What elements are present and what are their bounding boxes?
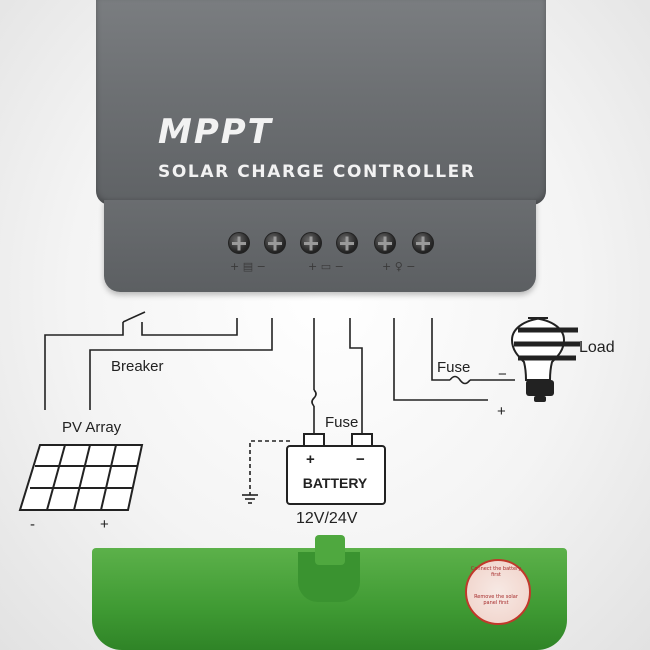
brand-title: MPPT xyxy=(158,112,273,152)
ground-icon xyxy=(242,494,258,504)
load-plus-terminal xyxy=(374,232,396,254)
light-bulb-icon xyxy=(510,317,580,402)
battery-box xyxy=(286,445,386,505)
load-terminal-symbol: + ♀ − xyxy=(382,260,416,273)
cover-tab[interactable] xyxy=(315,535,345,565)
ground-wire xyxy=(249,440,290,495)
battery-plus-sign: + xyxy=(306,451,315,468)
load-minus-sign: − xyxy=(498,366,507,383)
device-subtitle: SOLAR CHARGE CONTROLLER xyxy=(158,162,476,182)
battery-fuse-symbol xyxy=(311,389,317,407)
battery-minus-terminal xyxy=(336,232,358,254)
pv-wire-minus xyxy=(89,318,273,410)
load-label: Load xyxy=(579,339,615,356)
pv-wire-to-breaker xyxy=(141,318,238,336)
load-fuse-symbol xyxy=(449,375,471,385)
pv-minus-label: - xyxy=(30,516,35,533)
battery-minus-sign: − xyxy=(356,451,365,468)
solar-panel-icon xyxy=(18,444,144,511)
sticker-top-text: Connect the battery first xyxy=(470,566,522,578)
battery-minus-wire xyxy=(349,318,363,438)
load-plus-sign: + xyxy=(497,403,506,420)
battery-label: BATTERY xyxy=(302,475,368,491)
pv-plus-label: + xyxy=(100,516,109,533)
pv-terminal-symbol: + ▤ − xyxy=(230,260,266,273)
sticker-bottom-text: Remove the solar panel first xyxy=(474,594,518,606)
load-fuse-label: Fuse xyxy=(437,359,471,376)
battery-terminal-symbol: + ▭ − xyxy=(308,260,344,273)
battery-fuse-label: Fuse xyxy=(325,414,359,431)
battery-voltage: 12V/24V xyxy=(296,510,358,527)
battery-plus-terminal xyxy=(300,232,322,254)
load-minus-wire-a xyxy=(431,318,450,381)
breaker-label: Breaker xyxy=(111,358,164,375)
controller-housing xyxy=(96,0,546,205)
load-minus-terminal xyxy=(412,232,434,254)
pv-wire-plus xyxy=(44,322,124,410)
load-plus-wire xyxy=(393,318,488,401)
pv-array-label: PV Array xyxy=(62,419,122,436)
pv-minus-terminal xyxy=(264,232,286,254)
warning-sticker xyxy=(465,559,531,625)
pv-plus-terminal xyxy=(228,232,250,254)
breaker-switch xyxy=(122,311,146,323)
